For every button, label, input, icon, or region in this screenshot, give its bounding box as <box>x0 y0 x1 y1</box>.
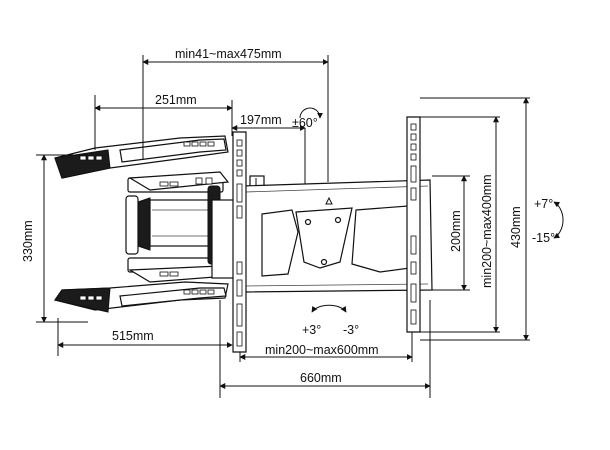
upper-arm <box>54 135 230 191</box>
plate-width-label: 660mm <box>300 371 342 385</box>
swivel-angle-label: ±60° <box>292 116 318 130</box>
arm-length-label: 251mm <box>155 93 197 107</box>
vesa-horizontal-label: min200~max600mm <box>265 343 379 357</box>
top-span-label: min41~max475mm <box>175 47 282 61</box>
swivel-length-label: 197mm <box>240 113 282 127</box>
arm-depth-label: 515mm <box>112 329 154 343</box>
tilt-down-label: -15° <box>532 231 555 245</box>
dimension-lines <box>36 55 564 398</box>
level-minus-label: -3° <box>343 323 359 337</box>
right-rail <box>406 116 421 333</box>
bracket-height-label: 330mm <box>21 220 35 262</box>
left-rail <box>232 131 247 353</box>
lower-arm <box>54 265 230 313</box>
wall-plate <box>125 177 224 273</box>
tilt-up-label: +7° <box>534 197 553 211</box>
vesa-vertical-label: min200~max400mm <box>480 174 494 288</box>
plate-height-label: 430mm <box>509 206 523 248</box>
vesa-vertical-min-label: 200mm <box>449 210 463 252</box>
level-plus-label: +3° <box>302 323 321 337</box>
tv-plate <box>241 179 433 293</box>
